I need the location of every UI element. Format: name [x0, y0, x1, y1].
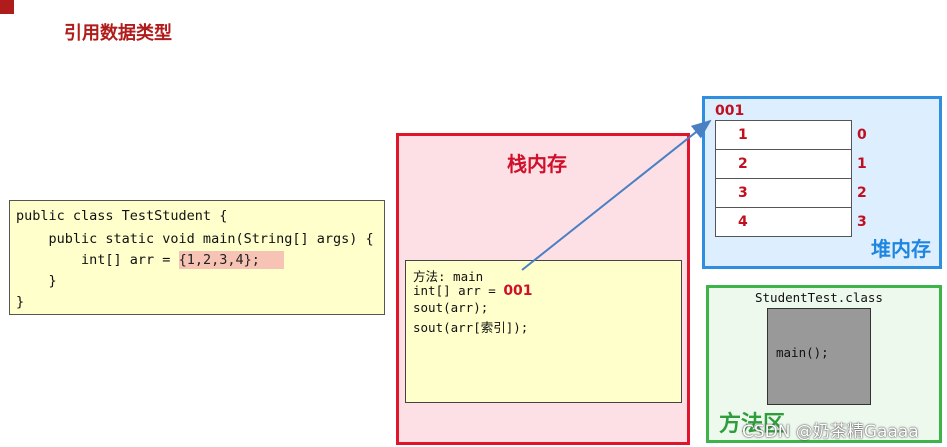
- heap-memory: 001 1 2 3 4 0 1 2 3 堆内存: [702, 96, 942, 269]
- class-file-box: main();: [767, 308, 871, 405]
- array-cell: 2: [715, 149, 852, 179]
- arrow-line: [521, 119, 712, 271]
- heap-memory-title: 堆内存: [871, 237, 931, 261]
- code-line-3: int[] arr = {1,2,3,4};: [16, 251, 284, 269]
- main-stack-frame: 方法: main int[] arr = 001 sout(arr); sout…: [405, 260, 682, 403]
- method-area: StudentTest.class main(); 方法区: [706, 285, 942, 443]
- corner-marker: [0, 0, 14, 14]
- watermark: CSDN @奶茶精Gaaaa: [742, 422, 919, 442]
- heap-array-address: 001: [715, 103, 745, 119]
- frame-line-arr: int[] arr = 001: [413, 283, 533, 299]
- code-snippet: public class TestStudent { public static…: [9, 200, 385, 315]
- main-method: main();: [776, 345, 829, 360]
- code-line-5: }: [16, 294, 25, 310]
- array-index: 2: [857, 185, 867, 201]
- page-title: 引用数据类型: [64, 23, 172, 44]
- heap-array: 1 2 3 4: [715, 120, 852, 237]
- array-index: 1: [857, 156, 867, 172]
- array-index: 3: [857, 214, 867, 230]
- class-file-name: StudentTest.class: [755, 290, 883, 305]
- frame-line-sout-arr: sout(arr);: [413, 300, 489, 315]
- code-line-1: public class TestStudent {: [16, 208, 228, 224]
- code-line-3-prefix: int[] arr =: [16, 252, 179, 268]
- stack-memory-title: 栈内存: [507, 152, 567, 176]
- code-line-4: }: [16, 273, 57, 289]
- method-area-title: 方法区: [719, 412, 786, 437]
- array-cell: 1: [715, 120, 852, 150]
- code-line-2: public static void main(String[] args) {: [16, 231, 374, 247]
- arr-address: 001: [503, 283, 533, 299]
- frame-line-sout-index: sout(arr[索引]);: [413, 320, 529, 335]
- array-cell: 4: [715, 207, 852, 237]
- array-index: 0: [857, 127, 867, 143]
- stack-memory: 栈内存 方法: main int[] arr = 001 sout(arr); …: [396, 133, 690, 445]
- frame-line-arr-prefix: int[] arr =: [413, 283, 504, 298]
- array-literal-highlight: {1,2,3,4};: [178, 251, 284, 269]
- frame-line-method: 方法: main: [413, 269, 484, 284]
